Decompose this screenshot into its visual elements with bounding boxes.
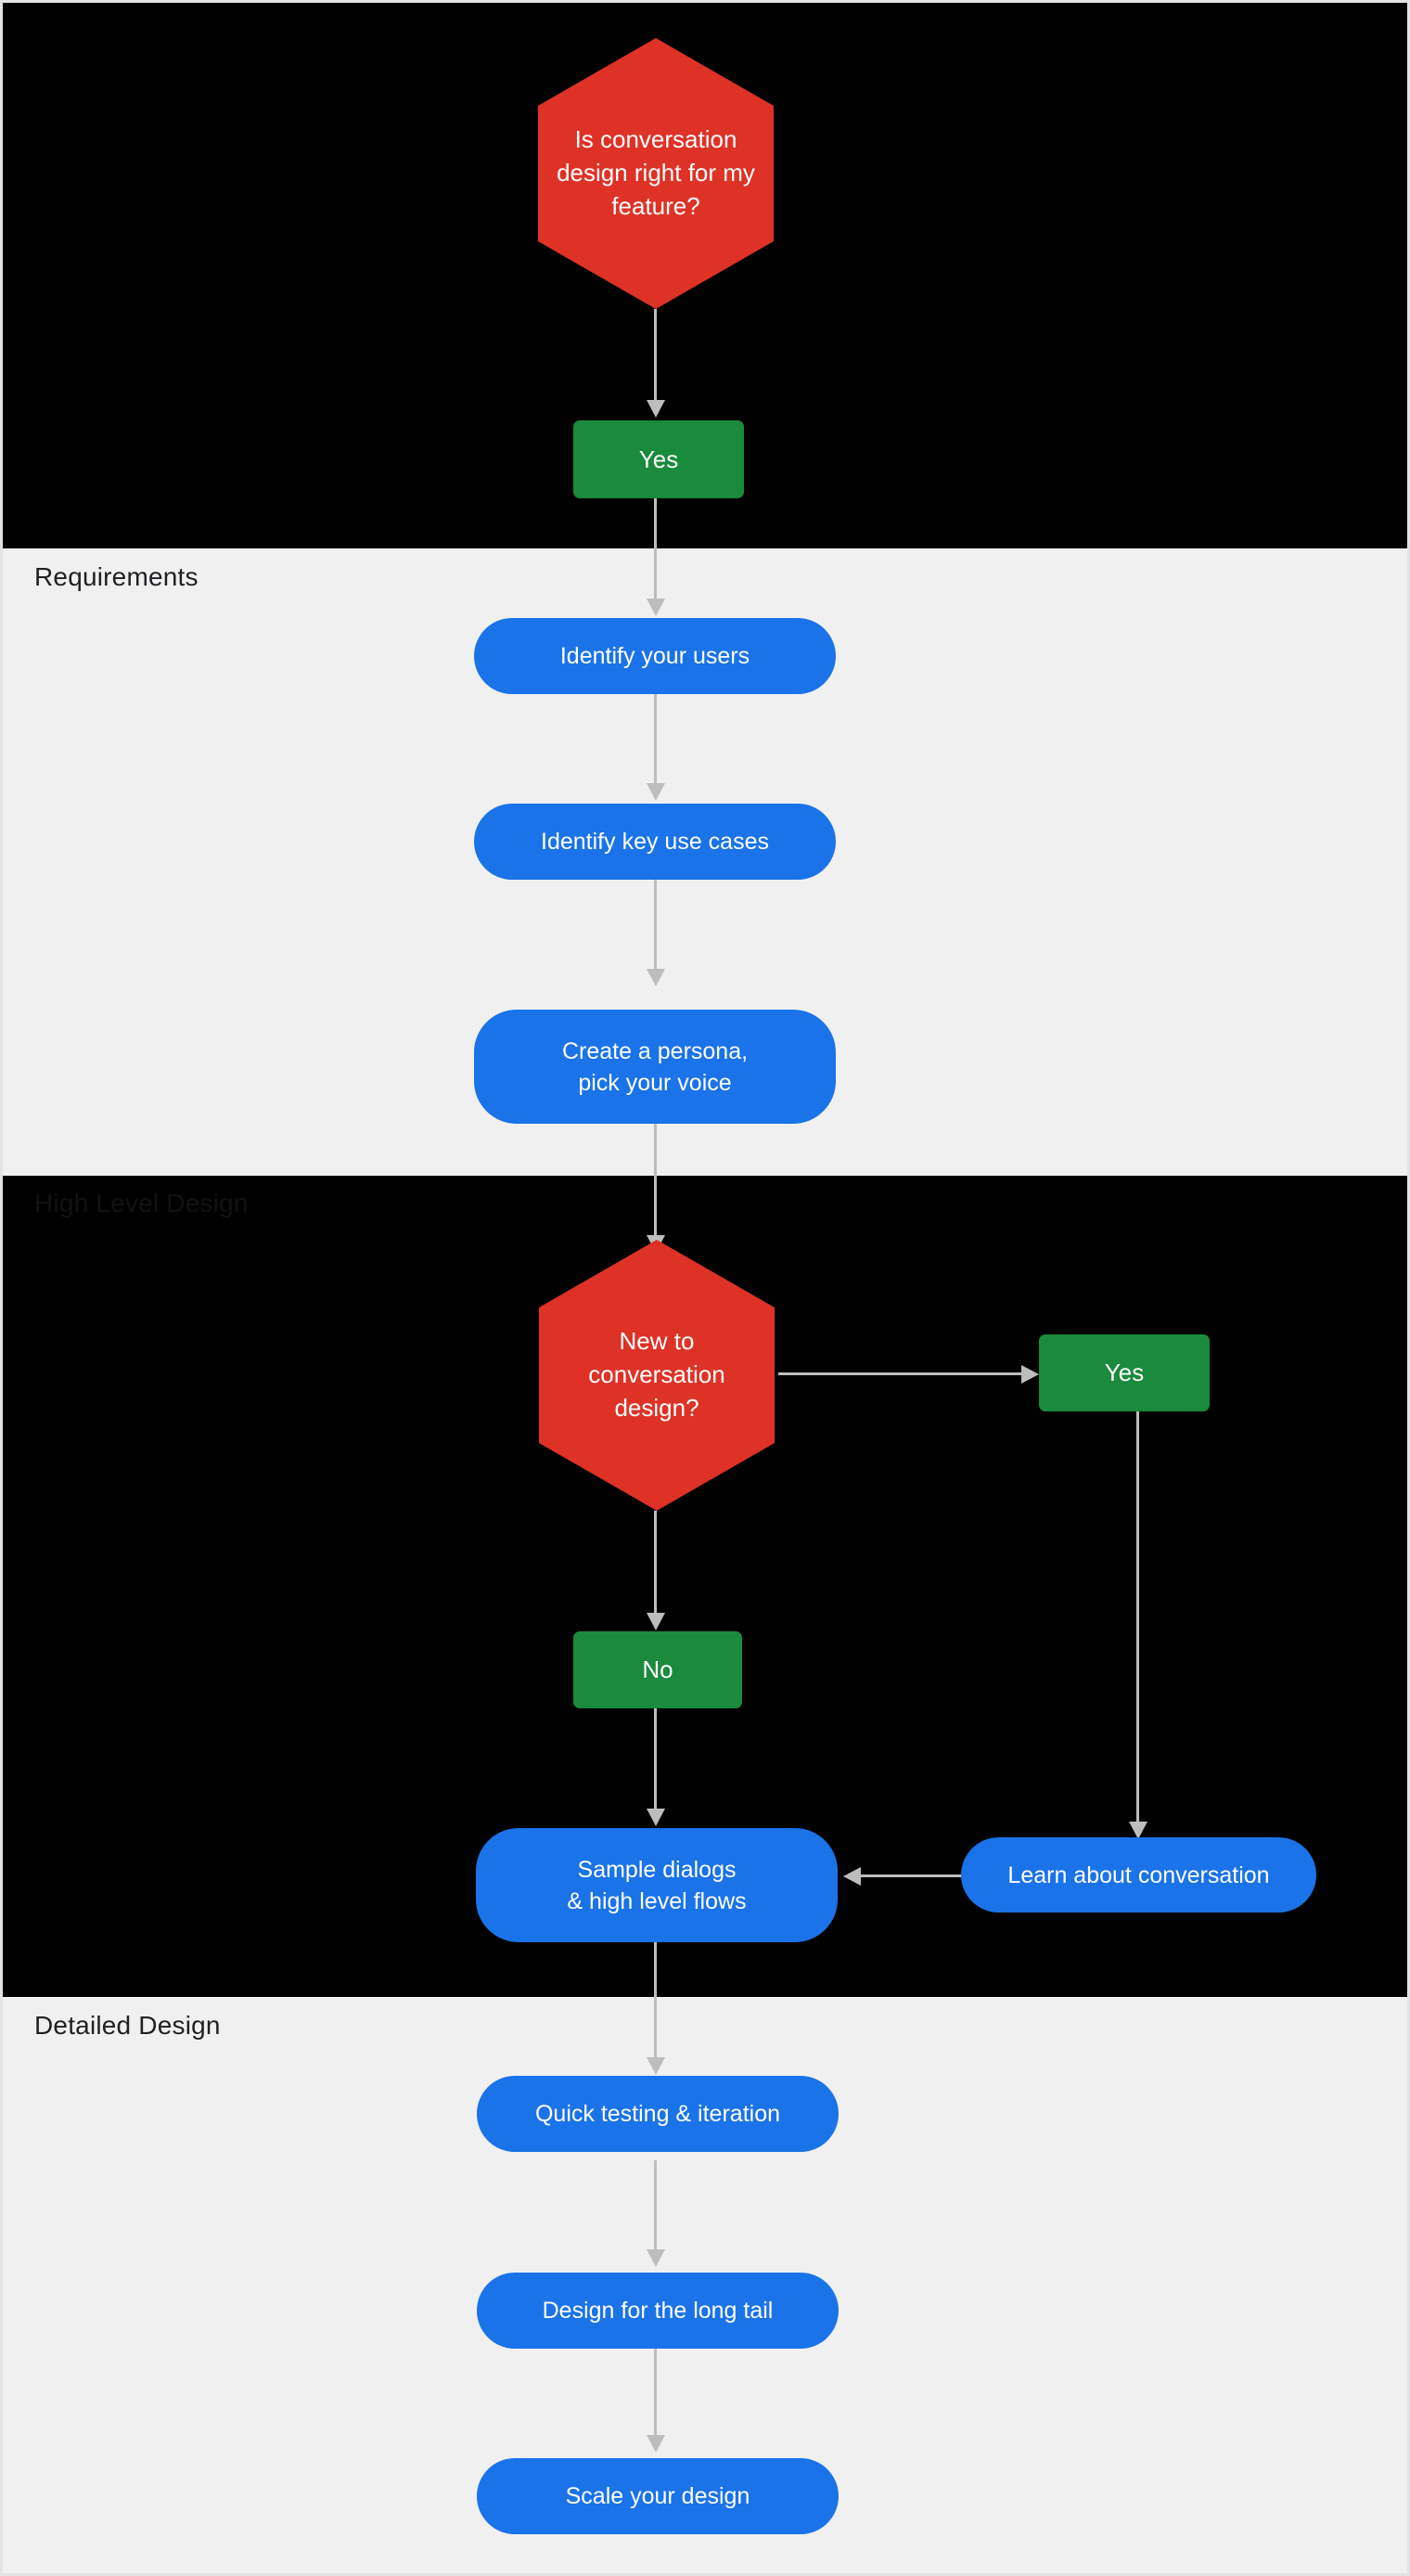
step-identify-your-users[interactable]: Identify your users bbox=[474, 618, 836, 694]
connector-line bbox=[1136, 1411, 1139, 1823]
connector-line bbox=[654, 1124, 657, 1237]
connector-line bbox=[654, 2346, 657, 2437]
connector-arrow bbox=[1129, 1822, 1147, 1839]
connector-line bbox=[654, 1511, 657, 1615]
step-learn-about-conversation[interactable]: Learn about conversation bbox=[961, 1837, 1316, 1913]
step-create-persona-line-2: pick your voice bbox=[578, 1069, 732, 1096]
step-scale-your-design[interactable]: Scale your design bbox=[477, 2458, 839, 2534]
answer-no[interactable]: No bbox=[573, 1631, 742, 1708]
connector-arrow bbox=[843, 1867, 861, 1886]
answer-yes-1[interactable]: Yes bbox=[573, 420, 744, 498]
step-identify-key-use-cases[interactable]: Identify key use cases bbox=[474, 804, 836, 880]
section-label-requirements: Requirements bbox=[34, 562, 199, 591]
connector-line bbox=[654, 694, 657, 785]
step-design-for-long-tail[interactable]: Design for the long tail bbox=[477, 2273, 839, 2349]
connector-arrow bbox=[1021, 1365, 1039, 1384]
connector-arrow bbox=[647, 2249, 665, 2267]
connector-arrow bbox=[647, 783, 665, 801]
step-sample-dialogs-high-level-flows[interactable]: Sample dialogs & high level flows bbox=[476, 1828, 838, 1942]
decision-2-line-3: design? bbox=[614, 1393, 699, 1422]
answer-yes-2[interactable]: Yes bbox=[1039, 1334, 1210, 1411]
connector-arrow bbox=[647, 2435, 665, 2453]
step-create-persona-pick-voice[interactable]: Create a persona, pick your voice bbox=[474, 1010, 836, 1124]
connector-arrow bbox=[647, 1809, 665, 1826]
connector-line bbox=[654, 2160, 657, 2251]
section-label-high-level-design: High Level Design bbox=[34, 1189, 249, 1217]
step-sample-dialogs-line-2: & high level flows bbox=[567, 1887, 747, 1914]
connector-line bbox=[861, 1874, 963, 1877]
decision-2-line-1: New to bbox=[619, 1327, 695, 1356]
section-label-detailed-design: Detailed Design bbox=[34, 2011, 221, 2040]
step-create-persona-line-1: Create a persona, bbox=[561, 1037, 749, 1064]
decision-2-line-2: conversation bbox=[588, 1360, 725, 1389]
connector-arrow bbox=[647, 2057, 665, 2075]
connector-line bbox=[654, 880, 657, 971]
connector-arrow bbox=[647, 400, 665, 418]
connector-line bbox=[654, 1708, 657, 1810]
step-sample-dialogs-line-1: Sample dialogs bbox=[577, 1856, 737, 1883]
connector-line bbox=[654, 1942, 657, 2059]
connector-line bbox=[654, 309, 657, 402]
connector-line bbox=[654, 498, 657, 600]
step-quick-testing-iteration[interactable]: Quick testing & iteration bbox=[477, 2076, 839, 2152]
connector-arrow bbox=[647, 969, 665, 986]
connector-arrow bbox=[647, 1613, 665, 1630]
connector-arrow bbox=[647, 599, 665, 616]
connector-line bbox=[778, 1372, 1021, 1375]
